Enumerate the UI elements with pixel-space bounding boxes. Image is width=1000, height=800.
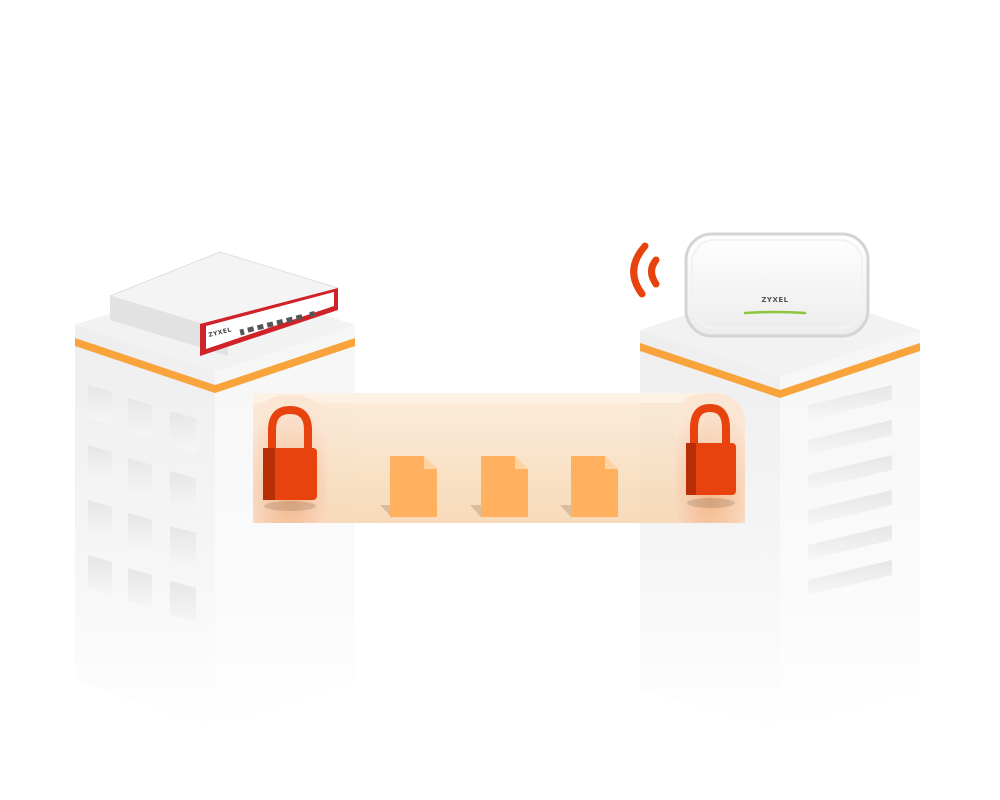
ap-brand-label: ZYXEL — [761, 296, 788, 304]
file-icon — [560, 456, 618, 518]
wifi-signal-icon — [630, 242, 660, 298]
tunnel-top-band — [253, 393, 721, 403]
files-in-transit — [380, 456, 618, 518]
padlock-icon — [686, 403, 736, 508]
wifi-access-point-icon: ZYXEL — [684, 232, 870, 338]
padlock-icon — [263, 405, 317, 511]
ap-status-led — [743, 310, 807, 315]
file-icon — [380, 456, 437, 518]
file-icon — [470, 456, 528, 518]
firewall-appliance-icon: ZYXEL — [108, 251, 340, 356]
left-building-windows — [88, 385, 196, 622]
right-building-window-strips — [808, 385, 892, 595]
